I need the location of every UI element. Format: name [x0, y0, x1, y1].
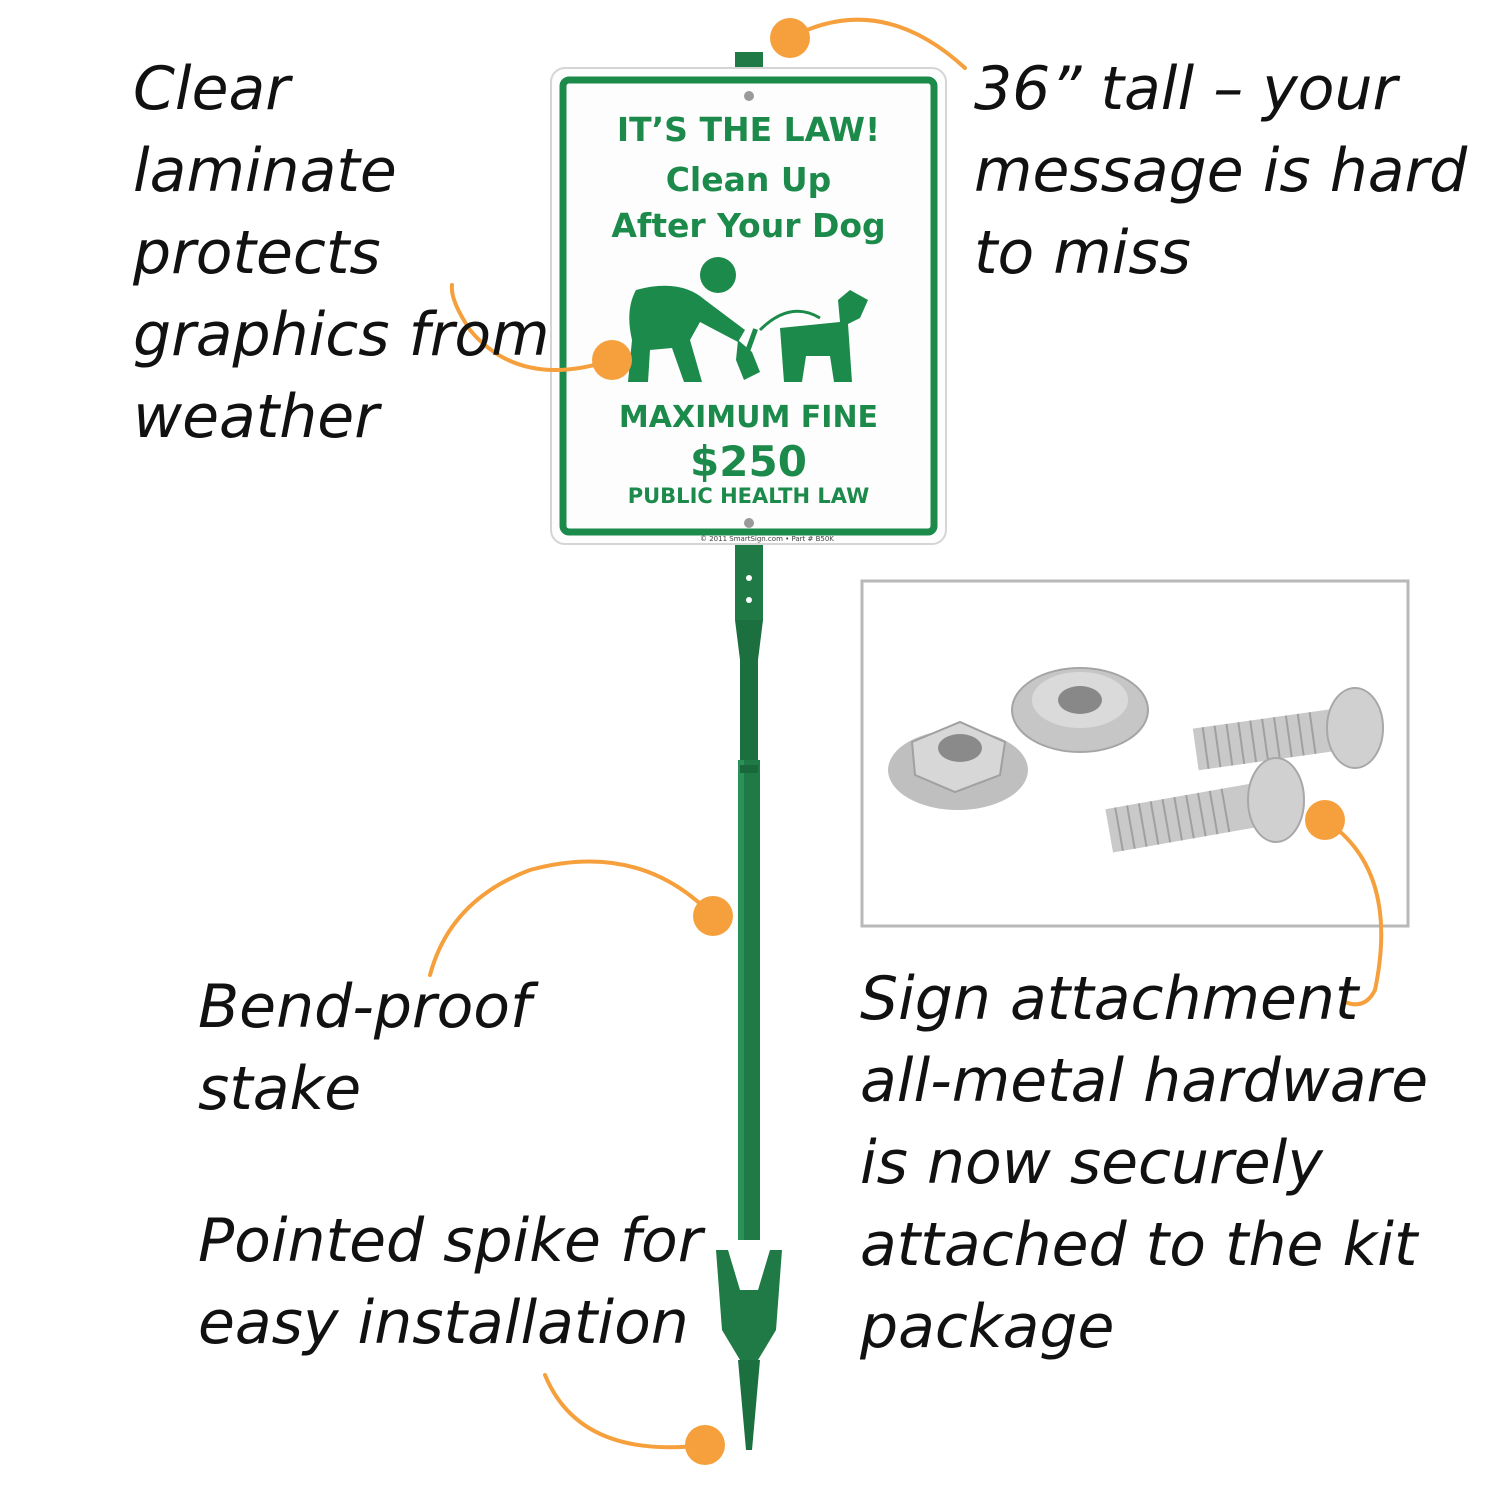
- sign-law: PUBLIC HEALTH LAW: [627, 484, 870, 508]
- callout-dots: [592, 18, 1345, 1465]
- callout-spike: Pointed spike for easy installation: [198, 1206, 703, 1358]
- stake: [716, 540, 782, 1450]
- callout-stake: Bend-proof stake: [198, 972, 532, 1124]
- sign-fine-amount: $250: [690, 437, 807, 486]
- sign-footer: © 2011 SmartSign.com • Part # B50K: [700, 535, 834, 543]
- spike-fins: [716, 1250, 782, 1360]
- nut-icon: [888, 720, 1028, 810]
- dog-icon: [780, 290, 868, 382]
- nut-icon: [1011, 667, 1149, 753]
- spike-tip: [738, 1360, 760, 1450]
- bolt-icon: [1192, 687, 1384, 771]
- sign-headline: IT’S THE LAW!: [616, 110, 881, 149]
- leash: [758, 309, 821, 332]
- sign-screw-top: [744, 91, 754, 101]
- callout-connectors: [428, 17, 1384, 1450]
- callout-laminate: Clear laminate protects graphics from we…: [133, 54, 550, 452]
- callout-hardware: Sign attachment all-metal hardware is no…: [860, 964, 1429, 1362]
- sign-fine-label: MAXIMUM FINE: [618, 400, 879, 435]
- hardware-photo: [860, 579, 1410, 928]
- bolt-icon: [1105, 757, 1305, 853]
- sign-message-line2: After Your Dog: [611, 206, 886, 245]
- sign-screw-bottom: [744, 518, 754, 528]
- sign-message-line1: Clean Up: [665, 160, 832, 199]
- callout-height: 36” tall – your message is hard to miss: [974, 54, 1468, 288]
- person-picking-up-waste-icon: [628, 257, 760, 382]
- sign-board: [550, 67, 947, 545]
